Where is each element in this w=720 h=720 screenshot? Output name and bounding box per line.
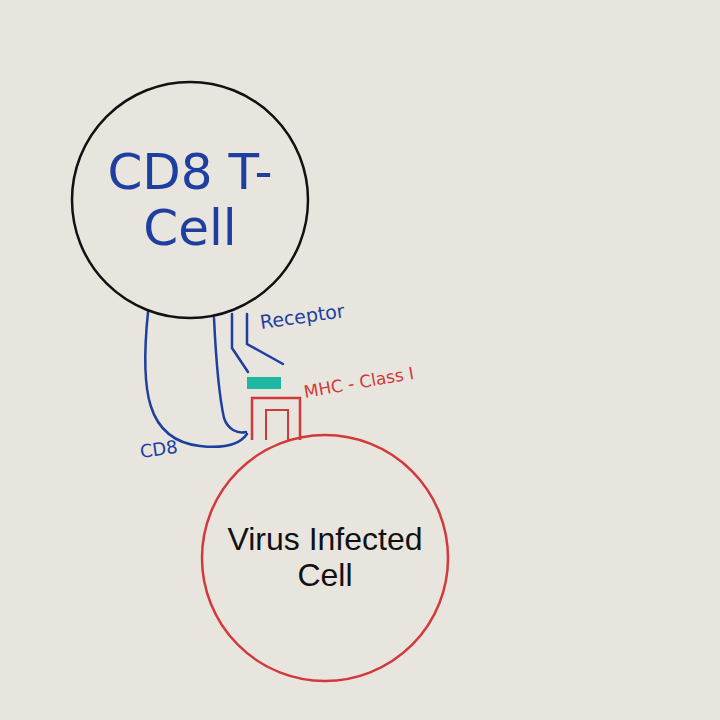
cd8-coreceptor [145,312,247,447]
receptor-label: Receptor [258,299,345,333]
t-cell-circle: CD8 T-Cell [70,80,310,320]
cell-membrane [202,435,448,681]
mhc-label: MHC - Class I [302,363,415,402]
mhc-molecule [252,398,300,440]
cell-membrane [72,82,308,318]
infected-cell-circle: Virus Infected Cell [200,433,450,683]
mhc-molecule [266,410,288,440]
receptor-line [232,314,248,372]
cd8-label: CD8 [139,436,179,462]
cd8-coreceptor [214,318,246,432]
cell-name: CD8 T-Cell [85,144,295,256]
cell-name: Virus Infected Cell [211,522,439,594]
antigen-peptide [247,377,281,389]
